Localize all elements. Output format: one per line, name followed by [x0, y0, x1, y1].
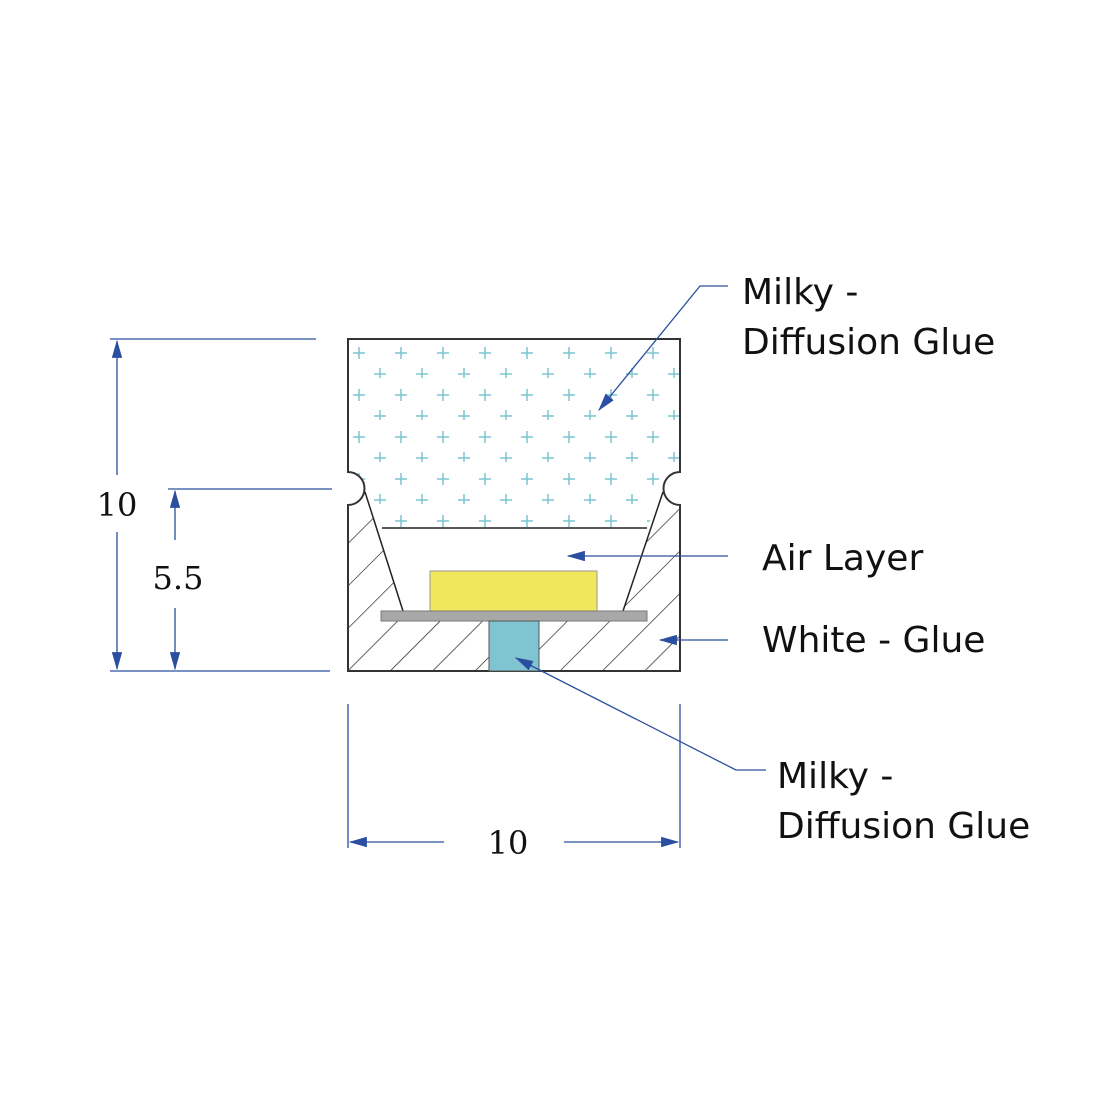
bottom-diffusion-glue	[488, 620, 540, 672]
white-glue-right-wall	[539, 492, 680, 671]
top-diffusion-glue	[348, 339, 680, 528]
label-bottom-glue-1: Milky -	[777, 756, 893, 797]
label-bottom-glue-2: Diffusion Glue	[777, 806, 1030, 847]
reflector-right-line	[622, 491, 664, 612]
dimension-height-lower: 5.5	[153, 559, 204, 597]
dimension-width-total: 10	[488, 824, 529, 862]
dimension-lines	[110, 285, 766, 848]
pcb-strip	[380, 610, 648, 622]
dimension-height-total: 10	[97, 486, 138, 524]
housing-outline	[347, 338, 681, 672]
label-air-layer: Air Layer	[762, 538, 923, 579]
led-chip	[429, 570, 598, 612]
white-glue-left-wall	[348, 492, 489, 671]
reflector-left-line	[364, 491, 404, 612]
label-top-glue-2: Diffusion Glue	[742, 322, 995, 363]
label-white-glue: White - Glue	[762, 620, 985, 661]
label-top-glue-1: Milky -	[742, 272, 858, 313]
